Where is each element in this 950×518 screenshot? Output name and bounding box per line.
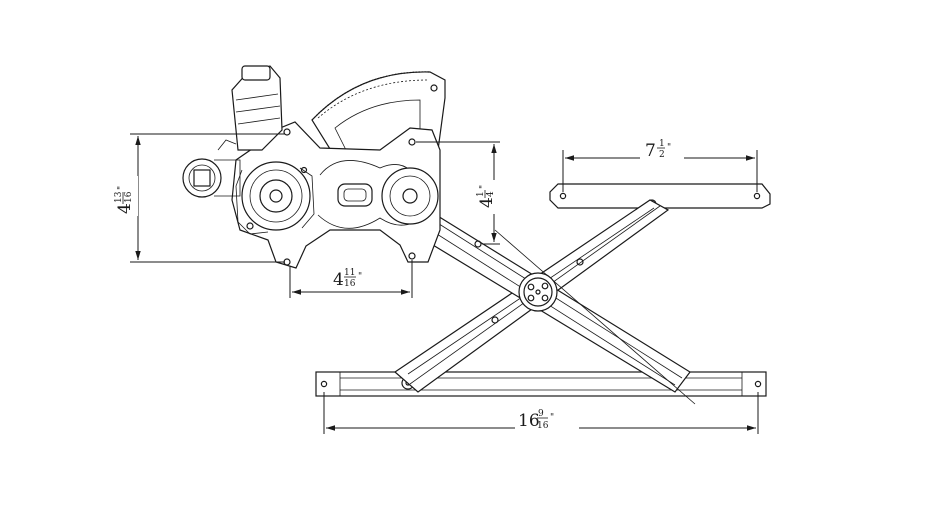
dim-denominator: 16 [537, 421, 549, 431]
dim-mount-spacing-vertical-right: 4 1 4 " [416, 141, 500, 245]
dim-unit: " [358, 272, 362, 282]
dim-numerator: 11 [344, 268, 355, 278]
dim-whole: 16 [518, 411, 540, 431]
dim-denominator: 4 [486, 191, 496, 197]
dim-overall-length: 16 9 16 " [323, 392, 759, 434]
rail-mount-hole [320, 380, 328, 388]
dim-denominator: 16 [344, 279, 356, 289]
dim-unit: " [550, 413, 554, 423]
dim-numerator: 1 [476, 191, 486, 197]
dim-top-rail-length: 7 1 2 " [562, 138, 758, 192]
dim-mount-spacing-vertical-left: 4 13 16 " [114, 133, 285, 263]
top-lift-rail [549, 183, 771, 209]
dim-denominator: 2 [659, 150, 665, 160]
motor-connector [182, 139, 241, 198]
dim-unit: " [667, 143, 671, 153]
dim-whole: 4 [477, 197, 497, 208]
dim-numerator: 13 [114, 191, 124, 203]
rail-mount-hole [753, 192, 761, 200]
dim-numerator: 1 [659, 139, 665, 149]
dim-whole: 4 [333, 270, 344, 290]
bottom-rail [315, 371, 767, 397]
dim-denominator: 16 [124, 191, 134, 203]
dim-whole: 7 [645, 141, 656, 161]
dim-unit: " [117, 186, 127, 190]
dim-numerator: 9 [538, 409, 544, 419]
dim-whole: 4 [115, 203, 135, 214]
scissor-pivot-hub [518, 272, 558, 312]
plate-mount-hole [408, 138, 416, 146]
rail-mount-hole [754, 380, 762, 388]
plate-mount-hole [408, 252, 416, 260]
plate-mount-hole [283, 128, 291, 136]
dim-unit: " [479, 185, 489, 189]
rail-mount-hole [559, 192, 567, 200]
main-mounting-plate [231, 121, 482, 269]
regulator-motor [182, 65, 315, 235]
dim-mount-spacing-horizontal: 4 11 16 " [289, 260, 413, 298]
